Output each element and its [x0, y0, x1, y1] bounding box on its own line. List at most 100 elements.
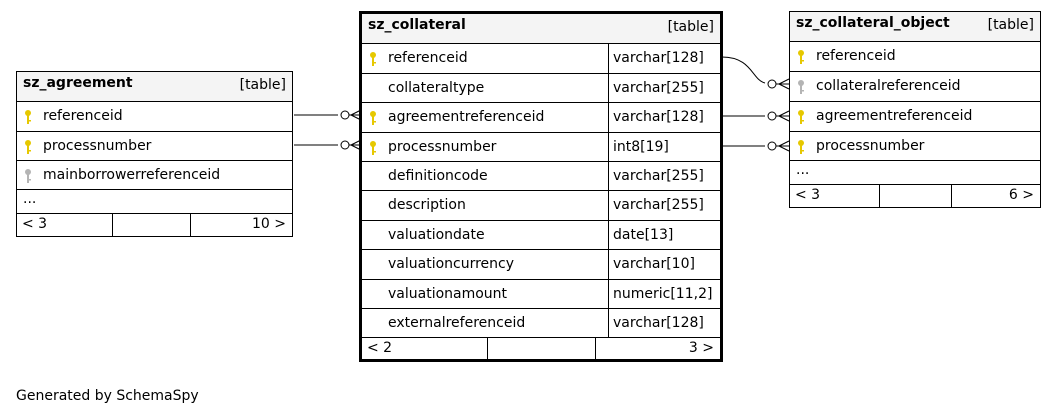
column-name: description — [388, 197, 466, 213]
column-row[interactable]: valuationdate date[13] — [362, 221, 720, 250]
column-name: collateraltype — [388, 80, 485, 96]
children-count-link[interactable]: 10 > — [252, 216, 286, 232]
table-name: sz_agreement — [23, 75, 133, 91]
footer-divider — [487, 338, 488, 360]
column-row[interactable]: referenceid — [17, 102, 292, 132]
table-footer: < 2 3 > — [362, 338, 720, 360]
relation-collateral-referenceid — [721, 56, 790, 90]
column-divider — [608, 74, 609, 102]
column-row[interactable]: collateralreferenceid — [790, 72, 1040, 102]
more-columns-row: ... — [790, 161, 1040, 185]
column-divider — [608, 162, 609, 190]
primary-key-icon — [370, 52, 376, 66]
column-row[interactable]: valuationamount numeric[11,2] — [362, 280, 720, 309]
column-name: referenceid — [43, 108, 123, 124]
more-columns-ellipsis: ... — [23, 191, 37, 207]
column-name: externalreferenceid — [388, 315, 526, 331]
column-row[interactable]: collateraltype varchar[255] — [362, 74, 720, 103]
column-name: collateralreferenceid — [816, 78, 961, 94]
primary-key-icon — [25, 110, 31, 124]
table-sz-collateral[interactable]: sz_collateral [table] referenceid varcha… — [359, 11, 723, 362]
column-row[interactable]: agreementreferenceid varchar[128] — [362, 103, 720, 133]
column-type: varchar[255] — [613, 80, 704, 96]
column-row[interactable]: processnumber — [17, 132, 292, 161]
more-columns-row: ... — [17, 190, 292, 214]
footer-divider — [951, 185, 952, 207]
children-count-link[interactable]: 3 > — [688, 340, 714, 356]
column-name: referenceid — [816, 48, 896, 64]
column-row[interactable]: valuationcurrency varchar[10] — [362, 250, 720, 280]
table-footer: < 3 10 > — [17, 214, 292, 236]
parents-count-link[interactable]: < 3 — [795, 187, 821, 203]
relation-collateral-processnumber — [722, 140, 790, 152]
table-footer: < 3 6 > — [790, 185, 1040, 207]
table-type-label: [table] — [239, 77, 286, 93]
column-row[interactable]: processnumber — [790, 132, 1040, 161]
column-row[interactable]: processnumber int8[19] — [362, 133, 720, 162]
column-type: numeric[11,2] — [613, 286, 713, 302]
primary-key-icon — [798, 140, 804, 154]
table-header[interactable]: sz_collateral [table] — [362, 14, 720, 44]
primary-key-icon — [370, 111, 376, 125]
foreign-key-icon — [798, 80, 804, 94]
column-divider — [608, 133, 609, 161]
column-name: mainborrowerreferenceid — [43, 167, 221, 183]
column-type: varchar[128] — [613, 109, 704, 125]
footer-divider — [112, 214, 113, 236]
parents-count-link[interactable]: < 2 — [367, 340, 393, 356]
primary-key-icon — [370, 141, 376, 155]
column-row[interactable]: agreementreferenceid — [790, 102, 1040, 132]
column-name: valuationdate — [388, 227, 485, 243]
column-name: agreementreferenceid — [816, 108, 973, 124]
table-header[interactable]: sz_agreement [table] — [17, 72, 292, 102]
column-row[interactable]: description varchar[255] — [362, 191, 720, 221]
column-type: date[13] — [613, 227, 674, 243]
table-header[interactable]: sz_collateral_object [table] — [790, 12, 1040, 42]
column-name: processnumber — [43, 138, 152, 154]
column-type: varchar[128] — [613, 50, 704, 66]
relation-collateral-agreementreferenceid — [722, 110, 790, 122]
column-divider — [608, 250, 609, 279]
column-row[interactable]: referenceid — [790, 42, 1040, 72]
footer-divider — [879, 185, 880, 207]
table-type-label: [table] — [987, 17, 1034, 33]
column-divider — [608, 103, 609, 132]
column-name: processnumber — [388, 139, 497, 155]
table-name: sz_collateral_object — [796, 15, 950, 31]
children-count-link[interactable]: 6 > — [1008, 187, 1034, 203]
footer-divider — [190, 214, 191, 236]
relation-agreement-referenceid — [294, 109, 362, 121]
column-row[interactable]: externalreferenceid varchar[128] — [362, 309, 720, 338]
column-row[interactable]: referenceid varchar[128] — [362, 44, 720, 74]
column-name: referenceid — [388, 50, 468, 66]
table-sz-collateral-object[interactable]: sz_collateral_object [table] referenceid… — [789, 11, 1041, 208]
column-row[interactable]: mainborrowerreferenceid — [17, 161, 292, 190]
parents-count-link[interactable]: < 3 — [22, 216, 48, 232]
more-columns-ellipsis: ... — [796, 162, 810, 178]
column-name: processnumber — [816, 138, 925, 154]
column-type: varchar[10] — [613, 256, 695, 272]
primary-key-icon — [798, 50, 804, 64]
column-name: valuationamount — [388, 286, 508, 302]
column-row[interactable]: definitioncode varchar[255] — [362, 162, 720, 191]
foreign-key-icon — [25, 169, 31, 183]
primary-key-icon — [798, 110, 804, 124]
column-type: int8[19] — [613, 139, 669, 155]
column-divider — [608, 221, 609, 249]
column-name: valuationcurrency — [388, 256, 515, 272]
table-name: sz_collateral — [368, 17, 466, 33]
table-type-label: [table] — [667, 19, 714, 35]
generator-credit: Generated by SchemaSpy — [16, 388, 199, 404]
column-type: varchar[255] — [613, 168, 704, 184]
column-divider — [608, 280, 609, 308]
table-sz-agreement[interactable]: sz_agreement [table] referenceid process… — [16, 71, 293, 237]
column-divider — [608, 44, 609, 73]
column-type: varchar[255] — [613, 197, 704, 213]
column-divider — [608, 309, 609, 337]
primary-key-icon — [25, 140, 31, 154]
relation-agreement-processnumber — [294, 139, 362, 151]
column-divider — [608, 191, 609, 220]
column-name: definitioncode — [388, 168, 488, 184]
column-name: agreementreferenceid — [388, 109, 545, 125]
